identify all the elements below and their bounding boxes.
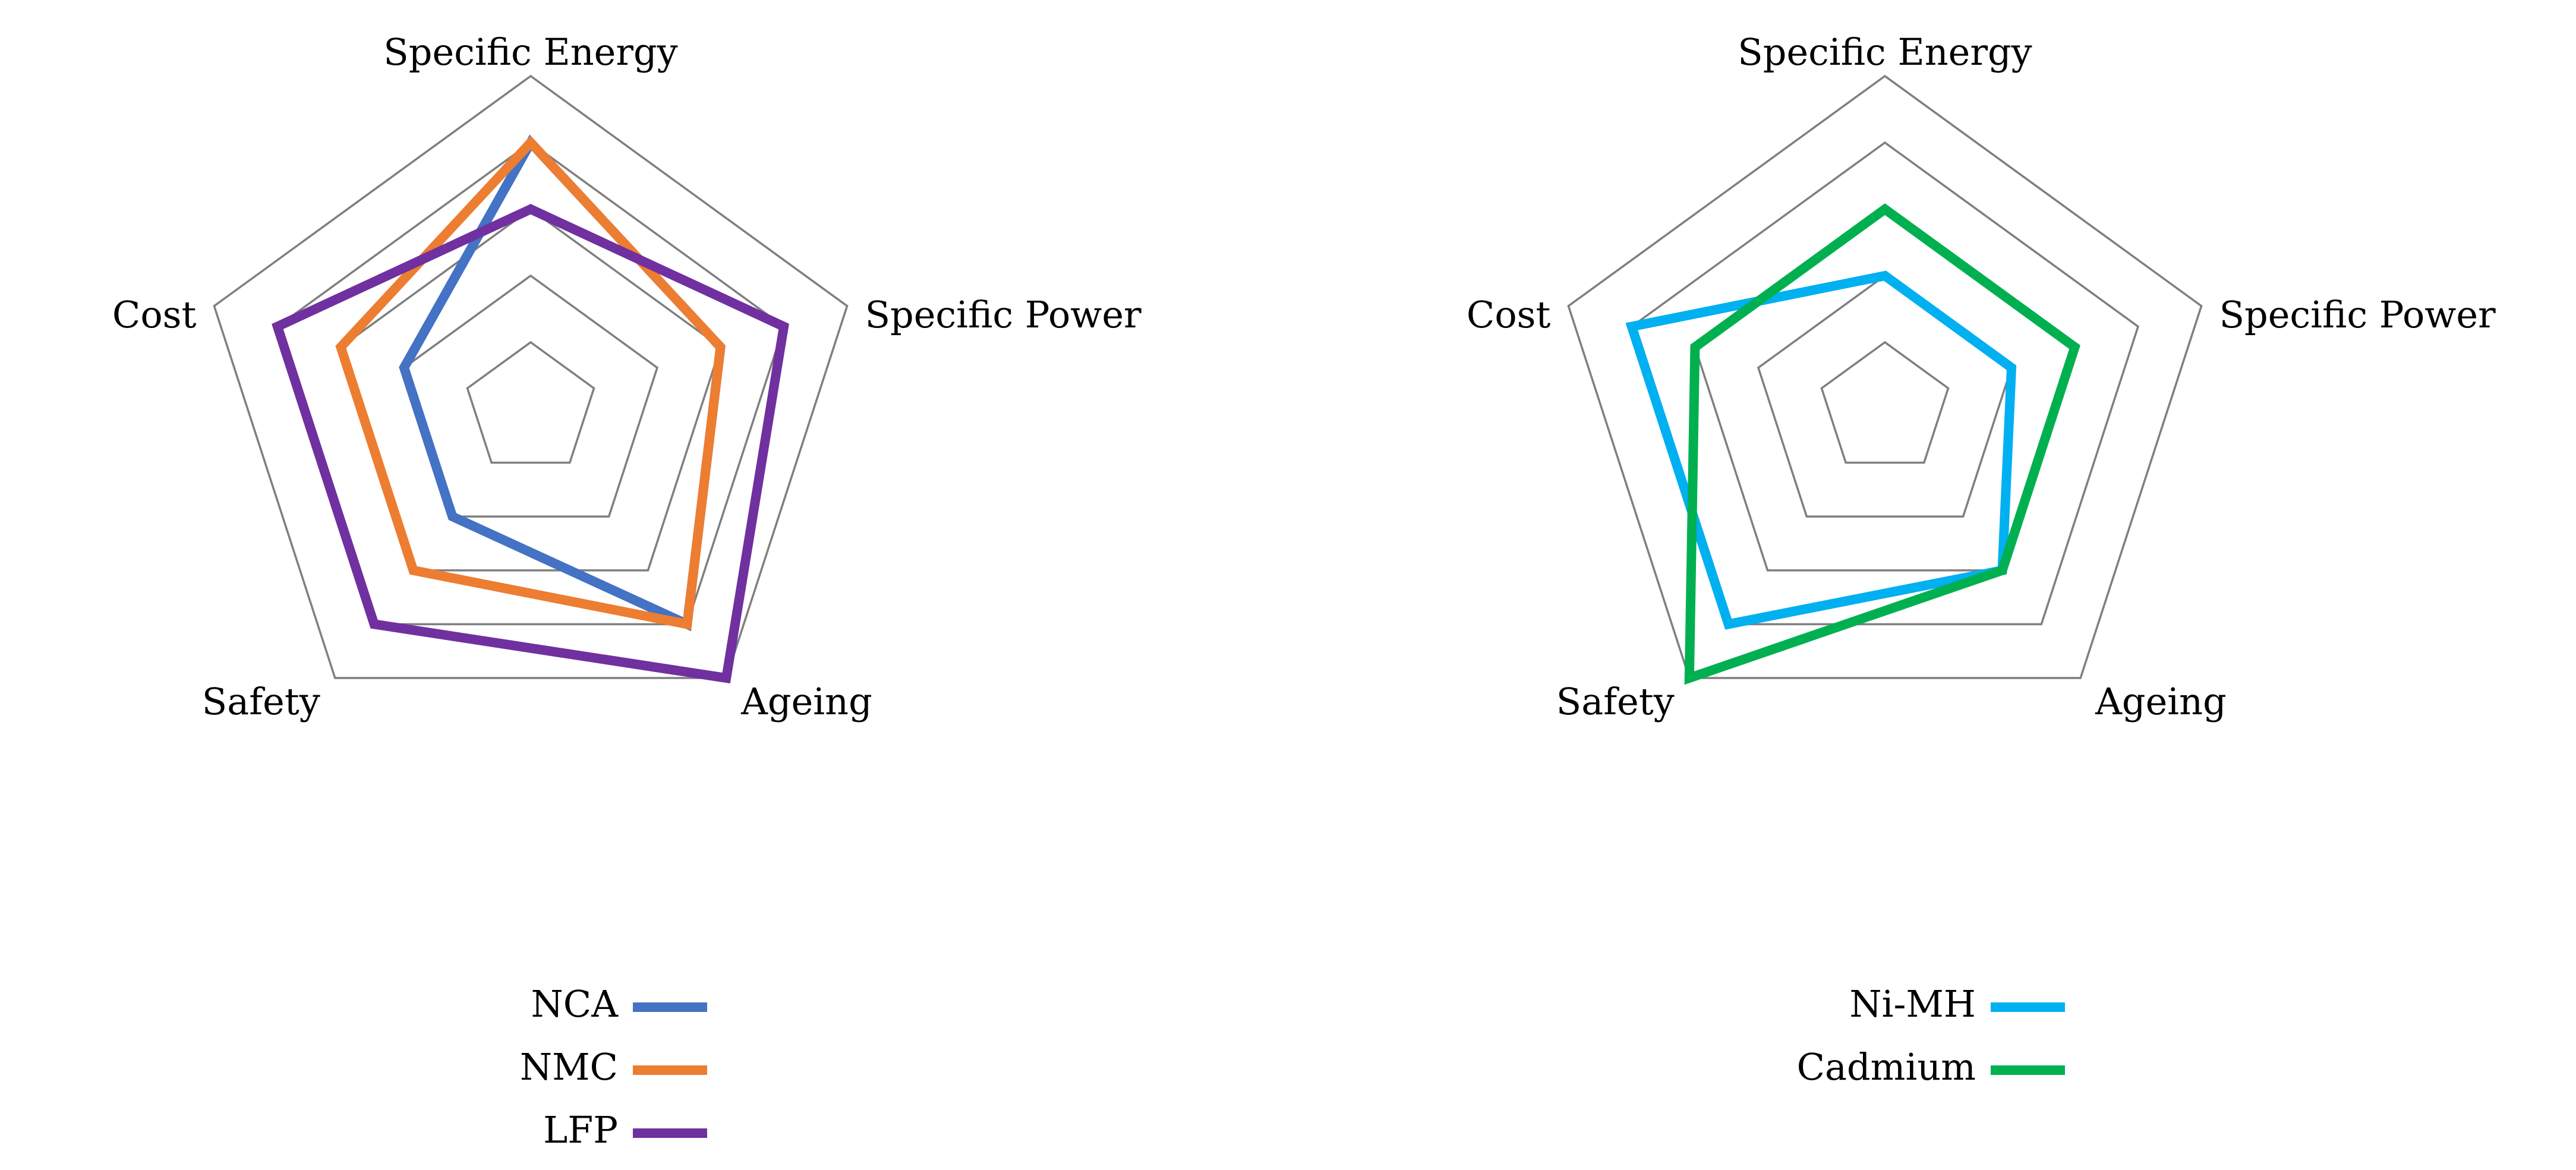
- axis-label: Specific Power: [865, 293, 1142, 336]
- axis-label: Cost: [1467, 293, 1551, 336]
- axis-label: Safety: [1556, 680, 1675, 723]
- axis-label: Specific Energy: [1738, 30, 2032, 74]
- axis-label: Cost: [112, 293, 197, 336]
- series-line-nca: [399, 134, 726, 632]
- axis-label: Ageing: [740, 680, 872, 723]
- grid-ring-5: [1567, 74, 2203, 679]
- series-line-lfp: [272, 204, 789, 684]
- grid-ring-4: [1630, 141, 2140, 626]
- grid-ring-5: [213, 74, 849, 679]
- legend-label: LFP: [543, 1108, 618, 1152]
- grid-ring-2: [1757, 274, 2013, 518]
- axis-label: Safety: [202, 680, 320, 723]
- grid-ring-3: [339, 207, 722, 572]
- series-line-ni-mh: [1625, 270, 2017, 630]
- series-line-cadmium: [1684, 203, 2080, 685]
- axis-label: Specific Power: [2219, 293, 2496, 336]
- axis-label: Ageing: [2095, 680, 2227, 723]
- grid-ring-1: [466, 340, 595, 464]
- legend-label: Ni-MH: [1849, 982, 1976, 1026]
- legend-label: NMC: [520, 1045, 618, 1089]
- grid-ring-4: [276, 141, 786, 626]
- axis-label: Specific Energy: [383, 30, 677, 74]
- series-line-nmc: [335, 135, 726, 630]
- grid-ring-1: [1820, 340, 1950, 464]
- legend-label: Cadmium: [1797, 1045, 1976, 1089]
- legend-label: NCA: [531, 982, 619, 1026]
- grid-ring-2: [402, 274, 659, 518]
